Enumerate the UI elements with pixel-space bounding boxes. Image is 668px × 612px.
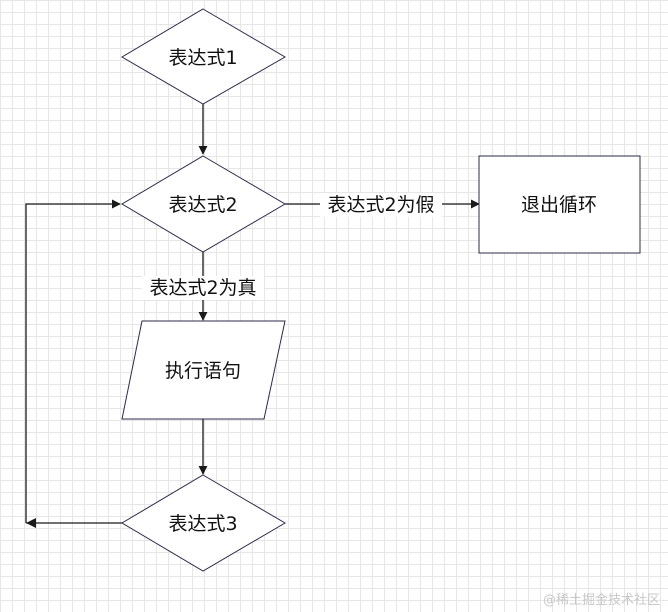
diamond-expr3[interactable] xyxy=(121,474,286,572)
false-label-bg xyxy=(320,193,442,217)
loop-arrowhead xyxy=(26,518,36,528)
execute-label: 执行语句 xyxy=(165,360,241,382)
expr1-label: 表达式1 xyxy=(168,47,237,69)
parallelogram-execute[interactable] xyxy=(121,320,286,420)
rect-exit-loop[interactable] xyxy=(478,155,641,254)
edge-loop-to-expr2 xyxy=(25,199,121,523)
watermark-text: @稀土掘金技术社区 xyxy=(542,593,660,608)
edge-label-false: 表达式2为假 xyxy=(327,194,434,216)
diamond-expr1[interactable] xyxy=(121,8,286,105)
edge-label-true: 表达式2为真 xyxy=(149,277,256,299)
expr3-label: 表达式3 xyxy=(168,513,237,535)
expr2-label: 表达式2 xyxy=(168,194,237,216)
true-label-bg xyxy=(142,276,264,300)
exit-label: 退出循环 xyxy=(521,194,597,216)
diamond-expr2[interactable] xyxy=(121,155,286,253)
